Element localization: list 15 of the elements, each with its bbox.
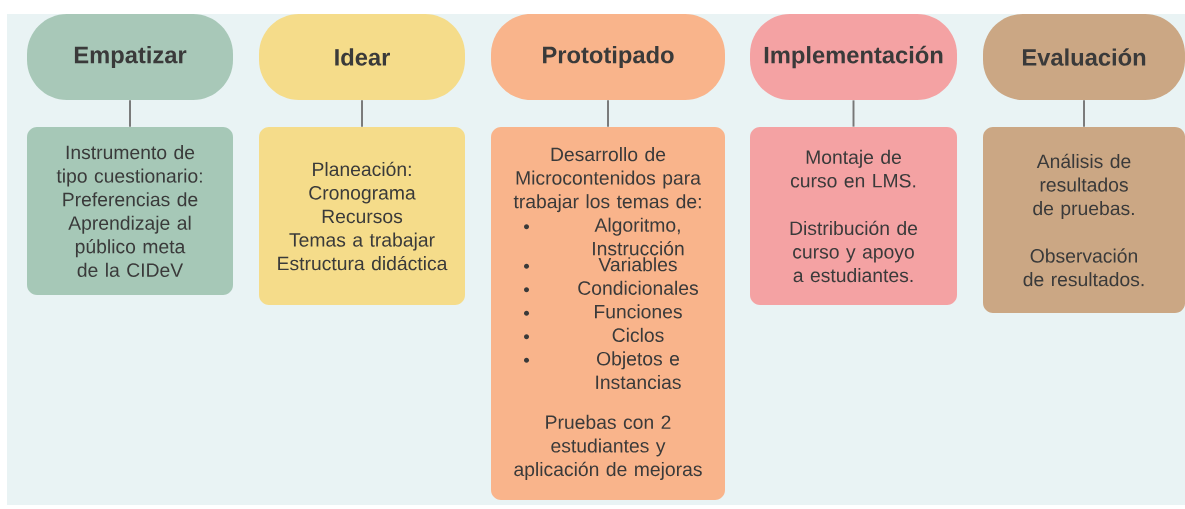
connector-line xyxy=(129,99,131,128)
connector-line xyxy=(361,99,363,128)
content-box: Planeación: Cronograma Recursos Temas a trabajar Estructura didáctica xyxy=(259,127,465,305)
content-box: Análisis de resultados de pruebas. Observación de resultados. xyxy=(983,127,1185,313)
content-box: Instrumento de tipo cuestionario: Preferencias de Aprendizaje al público meta de la CIDeV xyxy=(27,127,233,295)
content-box: Desarrollo de Microcontenidos para trabajar los temas de: Algoritmo, Instrucción Variables Condicionales Funciones Ciclos Objetos e Instancias Pruebas con 2 estudiantes y aplicación de mejoras xyxy=(491,127,725,500)
phase-pill: Prototipado xyxy=(491,14,725,100)
connector-line xyxy=(1083,99,1085,128)
connector-line xyxy=(852,99,855,128)
phase-pill: Empatizar xyxy=(27,14,233,100)
phase-pill: Evaluación xyxy=(983,14,1185,100)
connector-line xyxy=(607,99,609,128)
phase-pill: Idear xyxy=(259,14,465,100)
phase-pill: Implementación xyxy=(750,14,957,100)
content-box: Montaje de curso en LMS. Distribución de curso y apoyo a estudiantes. xyxy=(750,127,957,305)
